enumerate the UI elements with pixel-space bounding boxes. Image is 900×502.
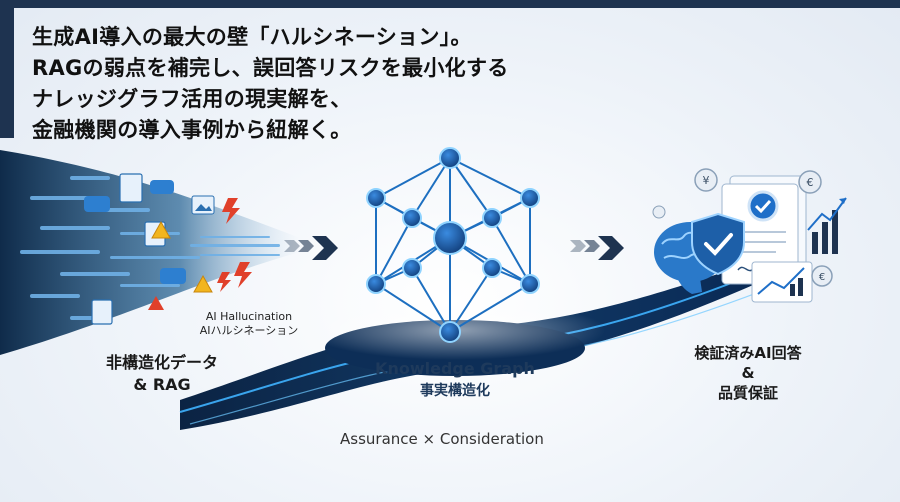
knowledge-graph-title: Knowledge Graph	[375, 359, 535, 378]
chat-bubble-icon	[84, 180, 186, 284]
headline-line-4: 金融機関の導入事例から紐解く。	[32, 118, 352, 142]
headline-line-2: RAGの弱点を補完し、誤回答リスクを最小化する	[32, 56, 509, 80]
headline-line-1: 生成AI導入の最大の壁「ハルシネーション」。	[32, 25, 472, 49]
document-icon	[91, 173, 166, 325]
headline: 生成AI導入の最大の壁「ハルシネーション」。 RAGの弱点を補完し、誤回答リスク…	[32, 22, 509, 146]
arrow-right-icon-2	[570, 236, 624, 260]
verified-answer-label: 検証済みAI回答 & 品質保証	[663, 343, 833, 403]
graph-nodes	[366, 147, 540, 343]
arrow-right-icon	[284, 236, 338, 260]
hallucination-label-en: AI Hallucination	[205, 310, 293, 323]
left-accent-bar	[0, 0, 14, 138]
shield-check-icon	[691, 212, 745, 276]
report-document-icon	[721, 175, 807, 285]
top-accent-bar	[0, 0, 900, 8]
lightning-icon	[217, 198, 252, 292]
coin-icon: ¥ € €	[652, 168, 833, 287]
data-stream	[0, 150, 300, 355]
unstructured-data-label: 非構造化データ & RAG	[82, 352, 242, 396]
knowledge-graph-label: Knowledge Graph 事実構造化	[350, 358, 560, 402]
verified-answer-line-2: &	[741, 364, 755, 382]
headline-line-3: ナレッジグラフ活用の現実解を、	[32, 87, 352, 111]
growth-chart-icon	[751, 261, 813, 303]
image-icon	[191, 195, 215, 215]
bar-chart-icon	[807, 197, 847, 254]
euro-symbol-2: €	[819, 272, 825, 283]
hallucination-label-ja: AIハルシネーション	[199, 324, 299, 337]
verified-answer-line-1: 検証済みAI回答	[694, 344, 802, 362]
euro-symbol: €	[807, 176, 814, 189]
unstructured-data-line-1: 非構造化データ	[105, 353, 218, 372]
yen-symbol: ¥	[703, 174, 710, 187]
unstructured-data-line-2: & RAG	[133, 375, 191, 394]
hallucination-label: AI Hallucination AIハルシネーション	[184, 310, 314, 338]
footer-note: Assurance × Consideration	[340, 430, 544, 448]
verified-answer-line-3: 品質保証	[717, 384, 778, 402]
knowledge-graph-subtitle: 事実構造化	[420, 383, 490, 399]
warning-icon	[148, 220, 213, 310]
